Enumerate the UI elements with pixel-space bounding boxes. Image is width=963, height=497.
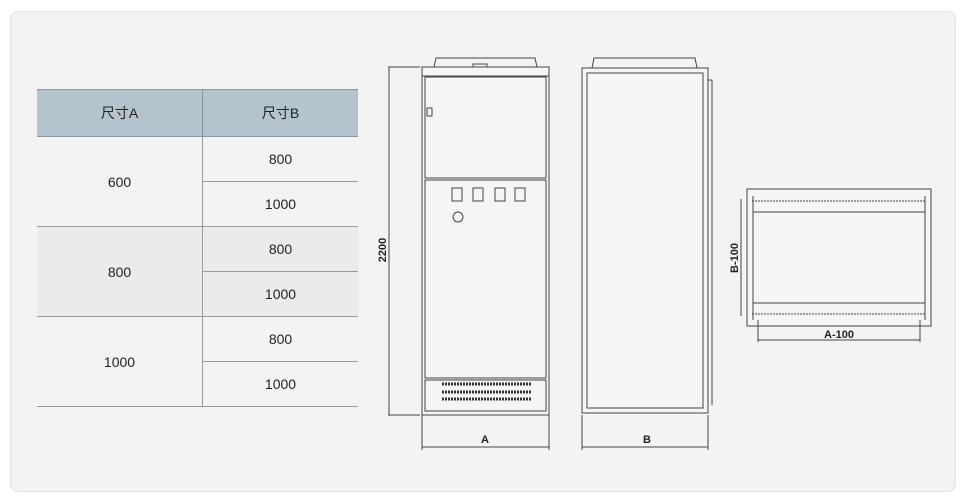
size-a-cell: 1000 [37, 316, 203, 407]
table-row: 1000 [37, 181, 358, 227]
table-row: 1000 [37, 271, 358, 317]
front-view [388, 57, 550, 450]
vent-slots [442, 382, 532, 401]
header-size-a: 尺寸A [37, 89, 203, 137]
table-row: 1000 800 [37, 316, 358, 407]
front-width-label: A [481, 434, 489, 446]
table-row: 1000 [37, 361, 358, 407]
top-view [740, 188, 932, 342]
table-row: 600 800 [37, 136, 358, 227]
top-width-label: A-100 [824, 329, 854, 341]
height-label: 2200 [377, 238, 389, 262]
side-view [581, 57, 713, 450]
dimension-table: 尺寸A 尺寸B 600 800 1000 800 800 1000 1000 8… [37, 89, 358, 407]
table-header: 尺寸A 尺寸B [37, 89, 358, 137]
size-a-cell: 800 [37, 226, 203, 317]
size-a-cell: 600 [37, 136, 203, 227]
size-b-cell: 800 [202, 316, 358, 362]
side-width-label: B [643, 434, 651, 446]
header-size-b: 尺寸B [202, 89, 358, 137]
meter-icons [451, 187, 526, 223]
top-depth-label: B-100 [729, 243, 741, 273]
size-b-cell: 1000 [202, 271, 358, 317]
size-b-cell: 800 [202, 136, 358, 182]
size-b-cell: 1000 [202, 181, 358, 227]
size-b-cell: 800 [202, 226, 358, 272]
size-b-cell: 1000 [202, 361, 358, 407]
table-row: 800 800 [37, 226, 358, 317]
